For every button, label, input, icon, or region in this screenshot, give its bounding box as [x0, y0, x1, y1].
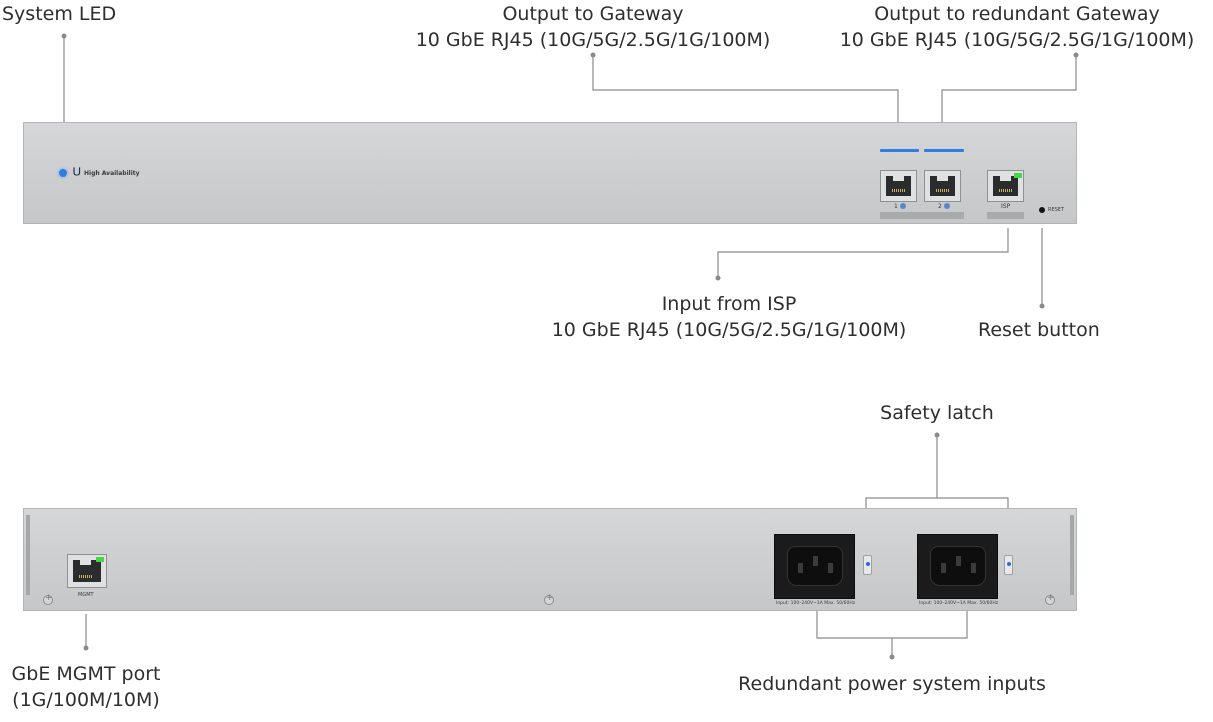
output-gateway-title: Output to Gateway	[502, 3, 684, 25]
pin-icon	[798, 563, 803, 573]
mgmt-dot	[83, 645, 89, 651]
screw-icon	[43, 593, 53, 605]
power-dot	[889, 654, 895, 660]
port2-badge-icon	[944, 203, 950, 209]
output-gateway-spec: 10 GbE RJ45 (10G/5G/2.5G/1G/100M)	[415, 29, 771, 51]
system-led-label: System LED	[2, 3, 117, 25]
right-ear	[1070, 515, 1074, 595]
reset-dot	[1039, 303, 1045, 309]
pin-icon	[941, 563, 946, 573]
input-isp-dot	[715, 275, 721, 281]
safety-latch-2[interactable]	[1004, 555, 1013, 575]
port1-badge-icon	[900, 203, 906, 209]
pin-icon	[971, 563, 976, 573]
output-redundant-leader	[941, 55, 1077, 122]
port2-led-bar	[924, 149, 964, 152]
reset-button[interactable]	[1039, 207, 1045, 213]
pin-icon	[956, 556, 961, 566]
power-rating-2: Input: 100–240V~1A Max. 50/60Hz	[919, 601, 999, 606]
brand-text: High Availability	[84, 170, 140, 177]
mgmt-port-title: GbE MGMT port	[11, 663, 161, 685]
port1-label: 1	[894, 203, 898, 210]
power-rating-1: Input: 100–240V~1A Max. 50/60Hz	[776, 601, 856, 606]
left-ear	[26, 515, 30, 595]
mgmt-port-rj45[interactable]	[67, 554, 107, 588]
power-inlet-2[interactable]	[917, 534, 998, 599]
front-panel: ⋃ High Availability 1 2 ISP RESET	[23, 122, 1077, 224]
safety-latch-1[interactable]	[863, 555, 872, 575]
input-isp-spec: 10 GbE RJ45 (10G/5G/2.5G/1G/100M)	[551, 319, 907, 341]
brand-logo-icon: ⋃	[73, 167, 81, 177]
safety-latch-label: Safety latch	[880, 402, 994, 424]
mgmt-label: MGMT	[78, 592, 94, 598]
input-isp-title: Input from ISP	[661, 293, 797, 315]
mgmt-link-led	[96, 557, 104, 562]
port2-label: 2	[938, 203, 942, 210]
back-panel: MGMT Input: 100–240V~1A Max. 50/60Hz Inp…	[23, 508, 1077, 611]
power-socket-icon	[787, 546, 843, 586]
system-led	[59, 169, 67, 177]
power-inlet-1[interactable]	[774, 534, 855, 599]
safety-latch-dot	[934, 432, 940, 438]
mgmt-port-spec: (1G/100M/10M)	[12, 689, 160, 711]
output-redundant-title: Output to redundant Gateway	[874, 3, 1160, 25]
screw-icon	[544, 593, 554, 605]
output-redundant-dot	[1073, 52, 1079, 58]
power-bracket	[816, 608, 968, 639]
port1-led-bar	[880, 149, 919, 152]
output-gateway-dot	[590, 52, 596, 58]
isp-link-led	[1014, 173, 1022, 178]
input-isp-leader	[717, 228, 1009, 278]
power-inputs-label: Redundant power system inputs	[738, 673, 1046, 695]
screw-icon	[1045, 593, 1055, 605]
isp-label: ISP	[1001, 203, 1011, 210]
isp-group-strip	[987, 212, 1024, 219]
output-redundant-spec: 10 GbE RJ45 (10G/5G/2.5G/1G/100M)	[839, 29, 1195, 51]
system-led-dot	[61, 33, 67, 39]
power-socket-icon	[930, 546, 986, 586]
ports-group-strip	[880, 212, 964, 219]
pin-icon	[828, 563, 833, 573]
port-2-rj45[interactable]	[924, 170, 961, 202]
port-isp-rj45[interactable]	[987, 170, 1024, 202]
port-1-rj45[interactable]	[880, 170, 917, 202]
reset-label: RESET	[1048, 207, 1065, 213]
output-gateway-leader	[592, 55, 899, 122]
reset-button-label: Reset button	[978, 319, 1100, 341]
pin-icon	[813, 556, 818, 566]
